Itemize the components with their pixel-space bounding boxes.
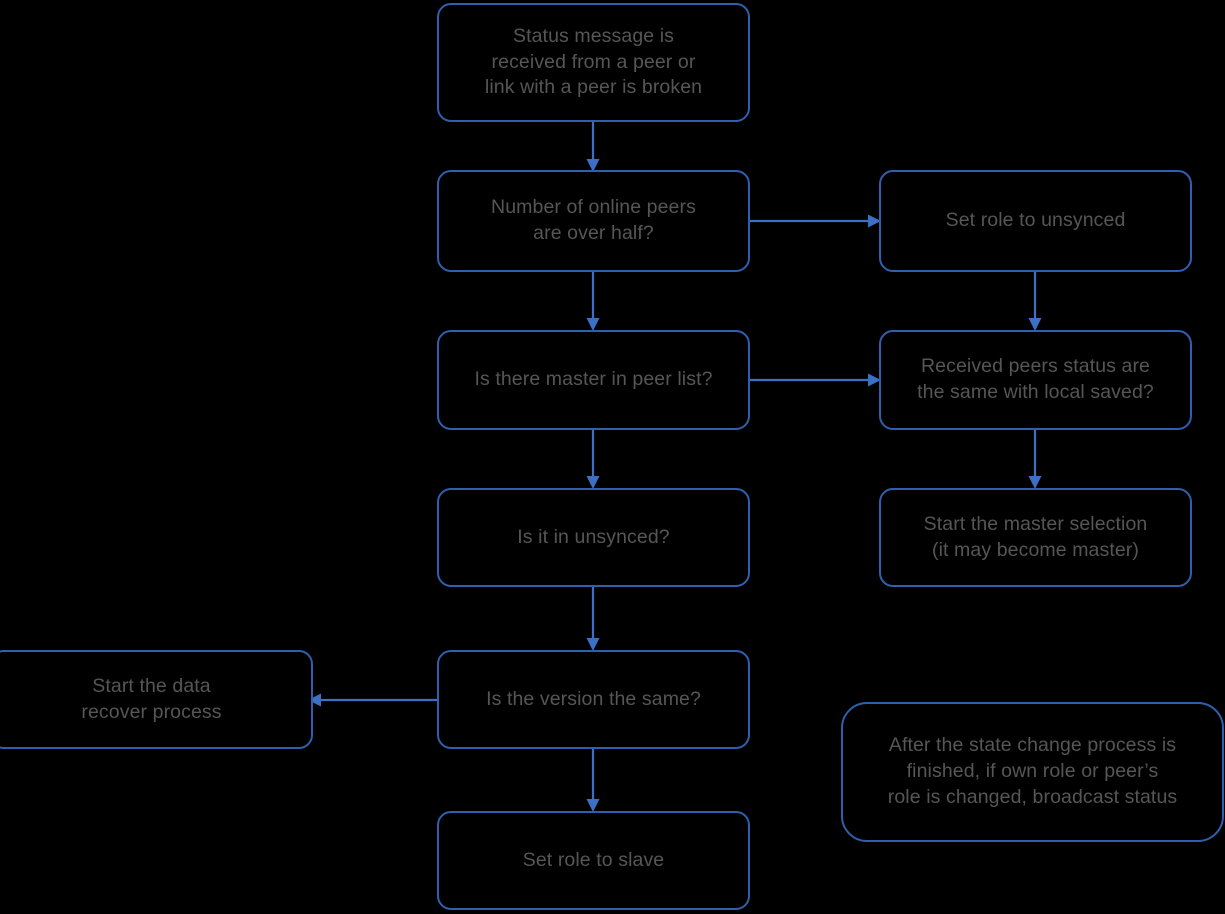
connector-version-check-to-set-slave — [578, 745, 608, 815]
node-label: Status message is received from a peer o… — [484, 24, 703, 99]
node-label: After the state change process is finish… — [887, 734, 1178, 808]
node-label: Start the data recover process — [81, 674, 222, 723]
connector-status-to-online-peers — [578, 118, 608, 174]
node-online-peers-over-half[interactable]: Number of online peers are over half? — [437, 170, 750, 272]
node-set-role-to-slave[interactable]: Set role to slave — [437, 811, 750, 910]
connector-version-check-to-data-recover — [306, 685, 442, 715]
node-is-version-same[interactable]: Is the version the same? — [437, 650, 750, 749]
node-label: Set role to unsynced — [945, 209, 1126, 232]
node-label: Start the master selection (it may becom… — [923, 512, 1148, 561]
node-status-message-received[interactable]: Status message is received from a peer o… — [437, 3, 750, 122]
node-set-role-to-unsynced[interactable]: Set role to unsynced — [879, 170, 1192, 272]
node-start-data-recover[interactable]: Start the data recover process — [0, 650, 313, 749]
node-is-it-unsynced[interactable]: Is it in unsynced? — [437, 488, 750, 587]
connector-master-list-to-unsynced-check — [578, 426, 608, 492]
connector-online-peers-to-master-list — [578, 268, 608, 334]
connector-received-status-to-master-selection — [1020, 426, 1050, 492]
node-label: Is it in unsynced? — [517, 525, 670, 548]
node-broadcast-status-note[interactable]: After the state change process is finish… — [841, 702, 1224, 842]
connector-set-unsynced-to-received-status — [1020, 268, 1050, 334]
node-label: Is the version the same? — [486, 687, 701, 710]
node-received-peers-status-same[interactable]: Received peers status are the same with … — [879, 330, 1192, 430]
node-start-master-selection[interactable]: Start the master selection (it may becom… — [879, 488, 1192, 587]
node-label: Received peers status are the same with … — [917, 355, 1154, 403]
node-master-in-peer-list[interactable]: Is there master in peer list? — [437, 330, 750, 430]
connector-unsynced-check-to-version-check — [578, 583, 608, 654]
connector-master-list-to-received-status — [746, 365, 886, 395]
node-label: Is there master in peer list? — [474, 368, 713, 391]
node-label: Set role to slave — [522, 848, 665, 871]
node-label: Number of online peers are over half? — [491, 196, 696, 244]
connector-online-peers-to-set-unsynced — [746, 206, 886, 236]
